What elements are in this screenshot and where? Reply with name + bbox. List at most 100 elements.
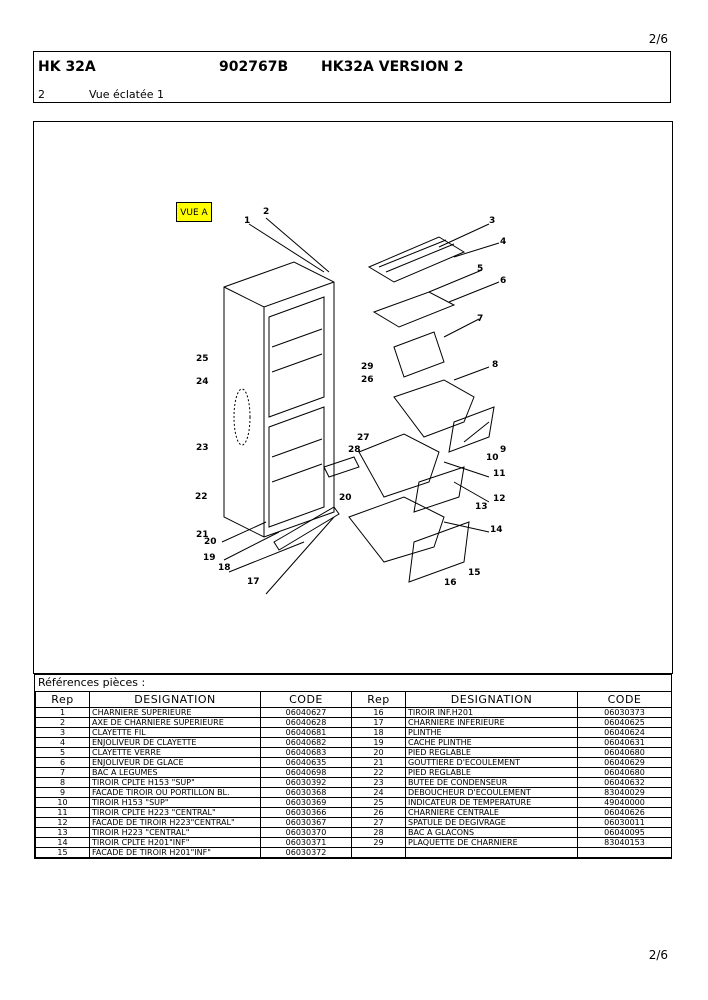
cell-rep: 10 xyxy=(35,797,90,808)
cell-designation: FACADE DE TIROIR H201"INF" xyxy=(89,847,261,858)
cell-rep: 18 xyxy=(351,727,406,738)
cell-code: 06040631 xyxy=(577,737,672,748)
callout-22: 22 xyxy=(195,492,208,502)
header-code-right: CODE xyxy=(577,691,672,708)
callout-28: 28 xyxy=(348,445,361,455)
callout-14: 14 xyxy=(490,525,503,535)
cell-rep: 13 xyxy=(35,827,90,838)
cell-designation: INDICATEUR DE TEMPERATURE xyxy=(405,797,578,808)
cell-code: 06030368 xyxy=(260,787,352,798)
callout-8: 8 xyxy=(492,360,499,370)
callout-29: 29 xyxy=(361,362,374,372)
cell-rep: 1 xyxy=(35,707,90,718)
cell-designation: PLINTHE xyxy=(405,727,578,738)
model-version: HK32A VERSION 2 xyxy=(321,59,464,75)
callout-25: 25 xyxy=(196,354,209,364)
cell-designation: BAC A GLACONS xyxy=(405,827,578,838)
header-rep-left: Rep xyxy=(35,691,90,708)
callout-9: 9 xyxy=(500,445,507,455)
cell-designation: GOUTTIERE D'ECOULEMENT xyxy=(405,757,578,768)
cell-code: 06040635 xyxy=(260,757,352,768)
cell-code: 06040698 xyxy=(260,767,352,778)
cell-designation: CLAYETTE VERRE xyxy=(89,747,261,758)
cell-rep: 19 xyxy=(351,737,406,748)
callout-2: 2 xyxy=(263,207,270,217)
cell-code: 06030366 xyxy=(260,807,352,818)
exploded-view-drawing xyxy=(221,217,500,595)
cell-rep: 16 xyxy=(351,707,406,718)
cell-code: 83040153 xyxy=(577,837,672,848)
cell-code: 06040632 xyxy=(577,777,672,788)
cell-code: 06040625 xyxy=(577,717,672,728)
cell-designation xyxy=(405,847,578,858)
cell-code: 06040629 xyxy=(577,757,672,768)
page-number-bottom: 2/6 xyxy=(648,948,668,962)
callout-19: 19 xyxy=(203,553,216,563)
callout-11: 11 xyxy=(493,469,506,479)
callout-18: 18 xyxy=(218,563,231,573)
header-code-left: CODE xyxy=(260,691,352,708)
view-a-label: VUE A xyxy=(176,202,212,222)
cell-rep: 4 xyxy=(35,737,90,748)
cell-designation: TIROIR H223 "CENTRAL" xyxy=(89,827,261,838)
cell-rep: 22 xyxy=(351,767,406,778)
references-title: Références pièces : xyxy=(38,676,146,689)
cell-designation: DEBOUCHEUR D'ECOULEMENT xyxy=(405,787,578,798)
callout-13: 13 xyxy=(475,502,488,512)
cell-designation: PIED REGLABLE xyxy=(405,747,578,758)
cell-designation: FACADE DE TIROIR H223"CENTRAL" xyxy=(89,817,261,828)
cell-code: 06030369 xyxy=(260,797,352,808)
cell-rep: 11 xyxy=(35,807,90,818)
model-name: HK 32A xyxy=(38,59,96,75)
cell-designation: BUTEE DE CONDENSEUR xyxy=(405,777,578,788)
cell-code: 06040680 xyxy=(577,747,672,758)
section-title: Vue éclatée 1 xyxy=(89,88,164,101)
callout-7: 7 xyxy=(477,314,484,324)
cell-code: 06040681 xyxy=(260,727,352,738)
cell-rep: 14 xyxy=(35,837,90,848)
cell-designation: TIROIR CPLTE H223 "CENTRAL" xyxy=(89,807,261,818)
cell-rep: 12 xyxy=(35,817,90,828)
cell-code xyxy=(577,847,672,858)
cell-designation: FACADE TIROIR OU PORTILLON BL. xyxy=(89,787,261,798)
header-designation-left: DESIGNATION xyxy=(89,691,261,708)
cell-rep: 23 xyxy=(351,777,406,788)
cell-code: 06040624 xyxy=(577,727,672,738)
cell-rep: 3 xyxy=(35,727,90,738)
section-number: 2 xyxy=(38,88,45,101)
page-number-top: 2/6 xyxy=(648,32,668,46)
cell-rep: 5 xyxy=(35,747,90,758)
callout-12: 12 xyxy=(493,494,506,504)
cell-code: 06040680 xyxy=(577,767,672,778)
cell-rep: 24 xyxy=(351,787,406,798)
callout-4: 4 xyxy=(500,237,507,247)
cell-rep: 26 xyxy=(351,807,406,818)
cell-code: 06040626 xyxy=(577,807,672,818)
cabinet-top xyxy=(223,281,335,308)
callout-15: 15 xyxy=(468,568,481,578)
exploded-view-figure: VUE A 1 2 3 4 5 6 7 8 9 10 11 12 13 14 1… xyxy=(33,121,673,674)
cell-rep: 25 xyxy=(351,797,406,808)
cell-designation: CLAYETTE FIL xyxy=(89,727,261,738)
cell-code: 06030371 xyxy=(260,837,352,848)
cell-code: 06040628 xyxy=(260,717,352,728)
cell-code: 06040627 xyxy=(260,707,352,718)
cell-code: 06030011 xyxy=(577,817,672,828)
cell-designation: TIROIR CPLTE H201"INF" xyxy=(89,837,261,848)
callout-20b: 20 xyxy=(204,537,217,547)
cell-rep: 29 xyxy=(351,837,406,848)
callout-26: 26 xyxy=(361,375,374,385)
callout-23: 23 xyxy=(196,443,209,453)
header-rep-right: Rep xyxy=(351,691,406,708)
document-header: HK 32A 902767B HK32A VERSION 2 2 Vue écl… xyxy=(33,51,671,103)
